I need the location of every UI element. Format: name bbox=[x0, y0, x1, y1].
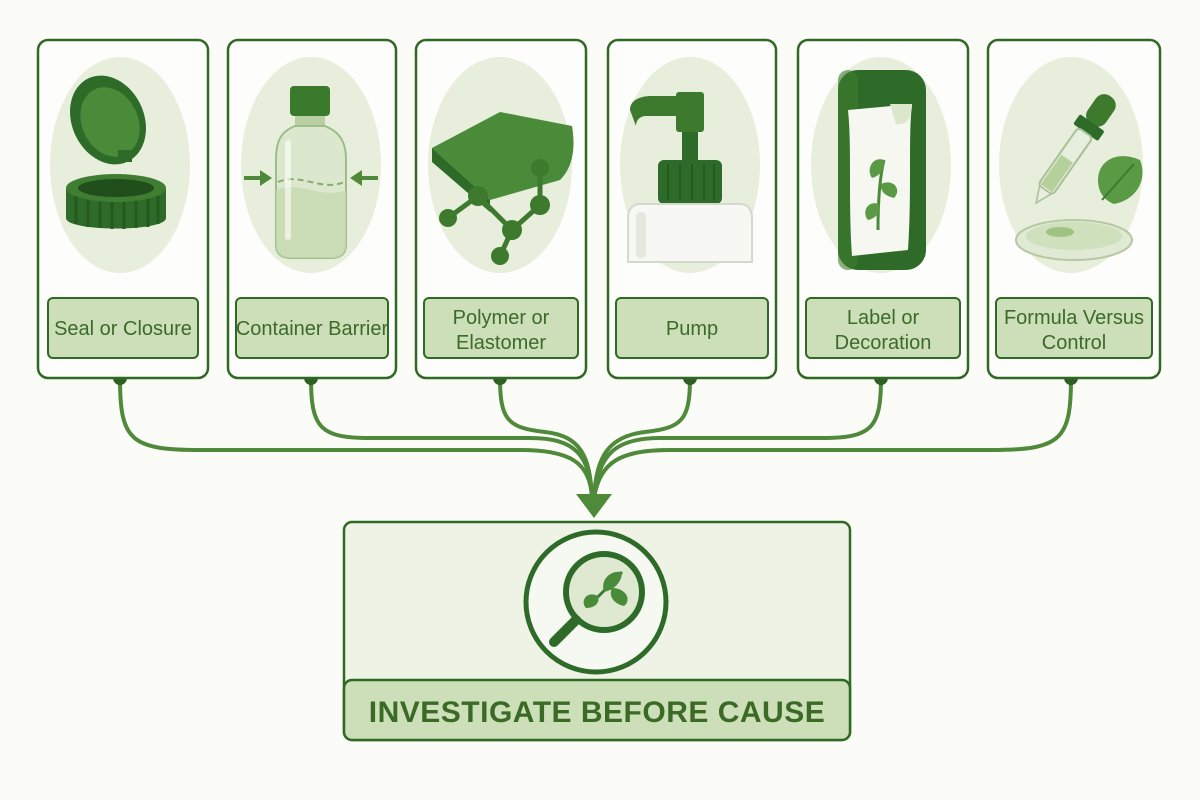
card-label-barrier: Container Barrier bbox=[236, 318, 389, 340]
connector-pump bbox=[592, 376, 692, 500]
bottle-icon bbox=[244, 86, 378, 259]
component-card-label: Label or Decoration bbox=[796, 38, 970, 380]
result-label: INVESTIGATE BEFORE CAUSE bbox=[369, 696, 826, 729]
component-card-polymer: Polymer or Elastomer bbox=[414, 38, 588, 380]
pump-bottle-icon bbox=[627, 92, 753, 263]
connector-lines bbox=[118, 376, 1073, 500]
connector-seal bbox=[118, 376, 594, 500]
component-card-seal: Seal or Closure bbox=[36, 38, 210, 380]
card-label-formula-line1: Formula Versus bbox=[1004, 307, 1144, 329]
connector-polymer bbox=[498, 376, 594, 500]
dropper-dish-icon bbox=[1015, 94, 1143, 261]
arrow-in-right-icon bbox=[350, 170, 378, 186]
component-card-barrier: Container Barrier bbox=[226, 38, 398, 380]
connector-formula bbox=[592, 376, 1073, 500]
connector-arrowhead bbox=[576, 494, 612, 518]
label-tube-icon bbox=[838, 70, 926, 270]
card-label-pump: Pump bbox=[666, 318, 718, 340]
component-card-pump: Pump bbox=[606, 38, 778, 380]
card-label-label-line2: Decoration bbox=[835, 332, 932, 354]
leaf-sprig-icon bbox=[865, 159, 898, 231]
card-label-seal: Seal or Closure bbox=[54, 318, 192, 340]
arrow-in-left-icon bbox=[244, 170, 272, 186]
card-label-polymer-line1: Polymer or bbox=[453, 307, 550, 329]
result-box: INVESTIGATE BEFORE CAUSE bbox=[342, 520, 852, 742]
card-label-polymer-line2: Elastomer bbox=[456, 332, 546, 354]
connector-label bbox=[592, 376, 883, 500]
jar-lid-icon bbox=[66, 75, 166, 229]
magnifier-leaf-icon bbox=[523, 529, 669, 675]
component-card-formula: Formula Versus Control bbox=[986, 38, 1162, 380]
molecule-icon bbox=[432, 112, 574, 265]
card-label-label-line1: Label or bbox=[847, 307, 920, 329]
connector-barrier bbox=[309, 376, 594, 500]
card-label-formula-line2: Control bbox=[1042, 332, 1106, 354]
